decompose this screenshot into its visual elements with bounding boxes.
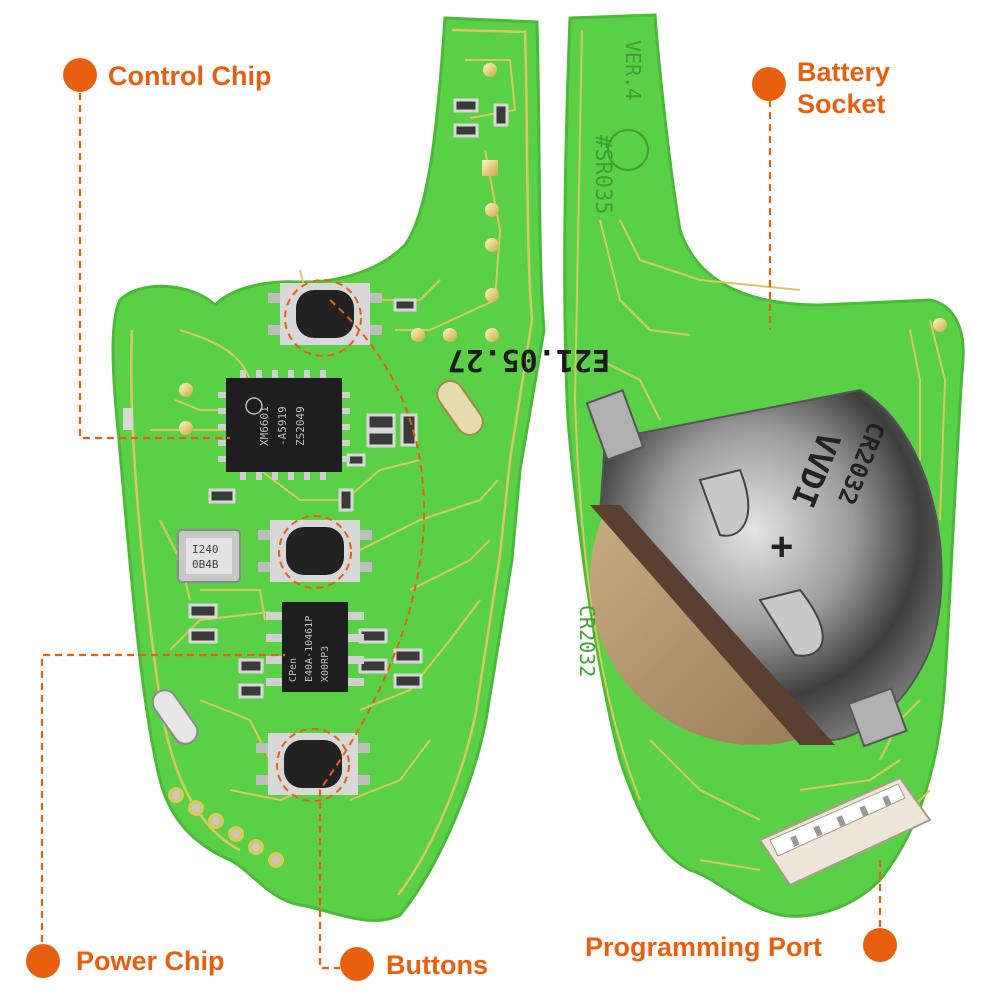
solder-holes xyxy=(168,787,284,868)
button-bottom xyxy=(256,733,370,795)
callout-dot-power-chip xyxy=(26,944,60,978)
callout-battery-socket-line-1: Battery xyxy=(797,57,891,87)
callout-buttons: Buttons xyxy=(386,950,488,980)
leader-control-chip xyxy=(78,93,230,440)
power-chip-marking-2: E40A-10461P xyxy=(304,616,315,682)
callout-power-chip: Power Chip xyxy=(76,946,225,976)
battery-holder: CR2032 VVDI + xyxy=(585,388,943,748)
control-chip: XM6601 -A5919 ZS2049 xyxy=(218,370,350,480)
leader-power-chip xyxy=(40,653,285,942)
plus-sign-icon: + xyxy=(770,525,793,569)
programming-port-connector xyxy=(758,776,932,887)
inductor xyxy=(436,380,484,436)
callout-leader-lines xyxy=(40,93,882,970)
board-version: VER.4 xyxy=(621,40,645,100)
power-chip-marking-3: X00RP3 xyxy=(320,646,331,682)
right-pcb-board: #SR035 VER.4 E21.05.27 CR2032 CR2032 VVD… xyxy=(447,13,965,918)
brand-logo-icon xyxy=(607,129,649,171)
callout-battery-socket: Battery Socket xyxy=(797,57,890,121)
callout-programming-port: Programming Port xyxy=(585,932,823,962)
crystal-oscillator: I240 0B4B xyxy=(177,529,241,583)
smd-components xyxy=(123,98,509,699)
right-traces xyxy=(573,29,947,871)
callout-dot-battery-socket xyxy=(752,67,786,101)
battery-print: CR2032 xyxy=(575,605,599,677)
control-chip-marking-3: ZS2049 xyxy=(294,406,307,446)
dashed-highlight-arc xyxy=(319,299,425,791)
board-id: #SR035 xyxy=(590,135,615,214)
button-top xyxy=(268,283,382,345)
crystal-marking-2: 0B4B xyxy=(192,558,219,571)
power-chip-marking-1: CPen xyxy=(288,658,299,682)
left-pcb-board: XM6601 -A5919 ZS2049 I240 0B4B CPen E40A… xyxy=(111,16,546,922)
callout-dot-buttons xyxy=(340,947,374,981)
chip-logo-icon xyxy=(245,397,263,415)
callout-dot-control-chip xyxy=(63,58,97,92)
push-buttons xyxy=(256,283,382,795)
inductor xyxy=(151,689,199,745)
date-code: E21.05.27 xyxy=(447,342,610,377)
callout-control-chip: Control Chip xyxy=(108,61,272,91)
control-chip-marking-1: XM6601 xyxy=(258,406,271,446)
control-chip-marking-2: -A5919 xyxy=(276,406,289,446)
callout-battery-socket-line-2: Socket xyxy=(797,88,886,119)
button-middle xyxy=(258,520,372,582)
crystal-marking-1: I240 xyxy=(192,543,219,556)
power-chip: CPen E40A-10461P X00RP3 xyxy=(266,602,364,692)
callout-dot-programming-port xyxy=(863,928,897,962)
